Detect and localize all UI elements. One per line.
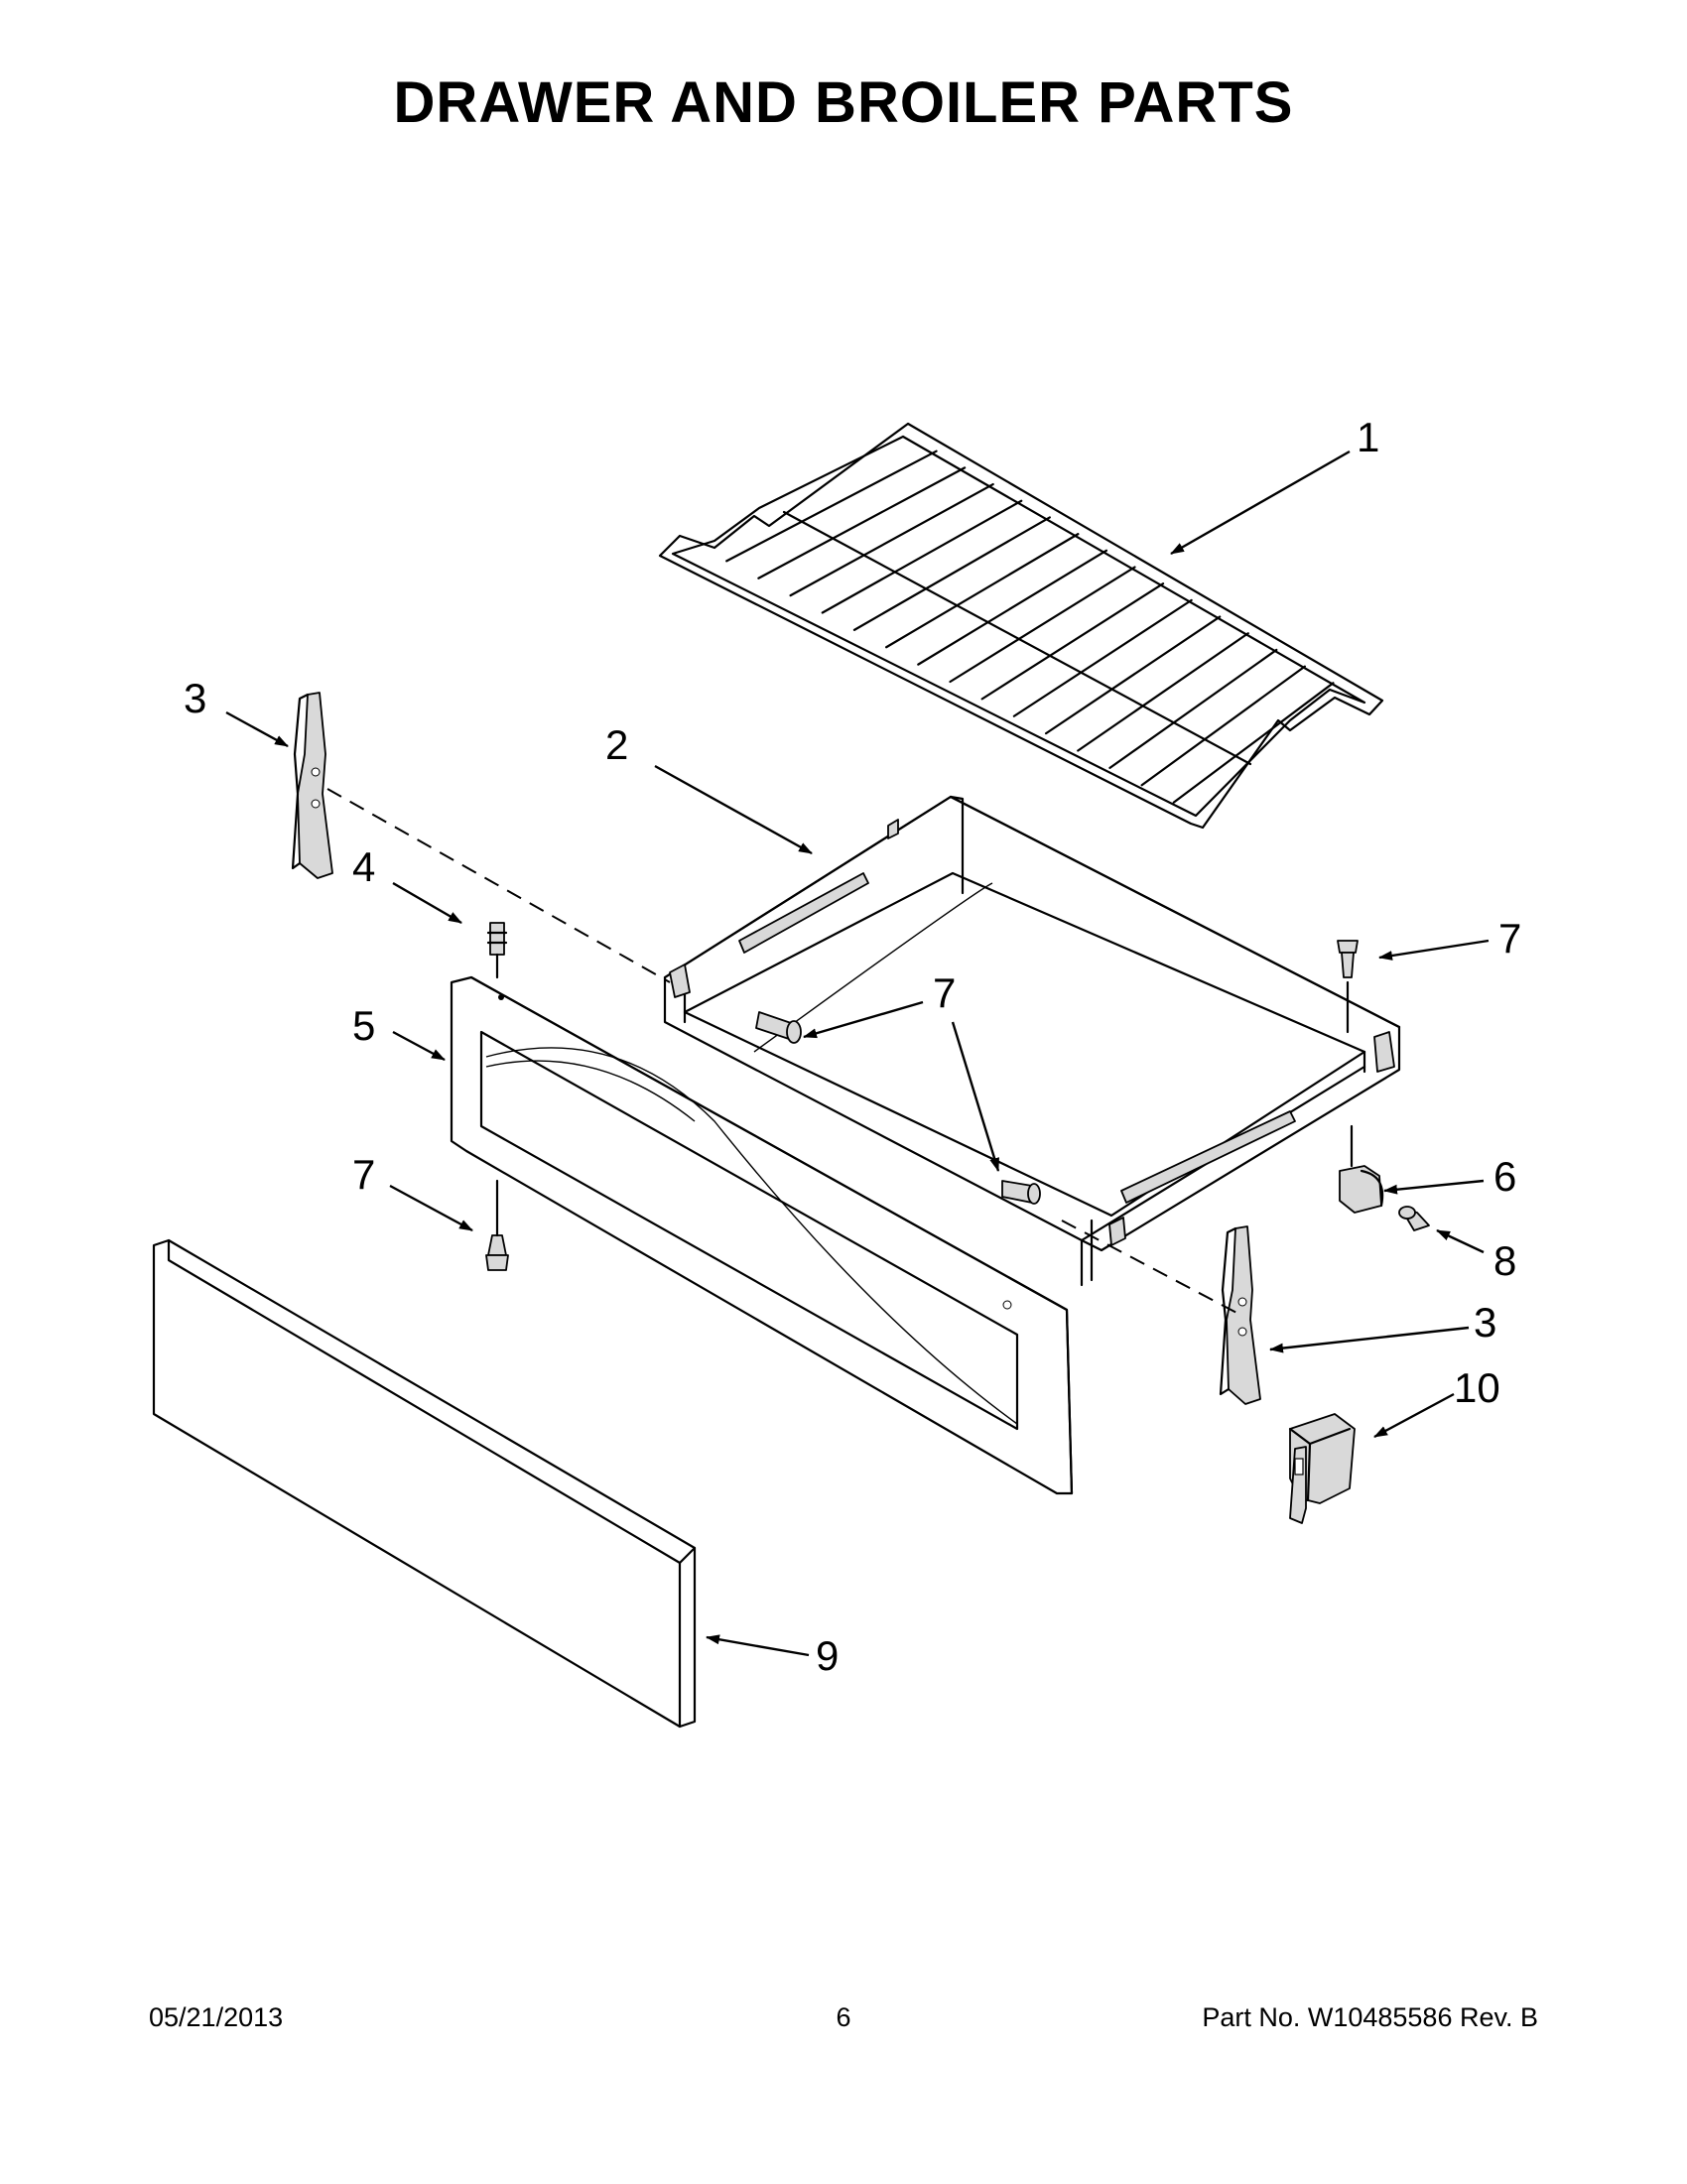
screw-7-center <box>755 1011 802 1044</box>
callout-4: 4 <box>352 843 375 890</box>
screw-8 <box>1398 1206 1430 1231</box>
screw-7-drawer <box>1001 1180 1041 1205</box>
callout-7-right: 7 <box>1498 915 1521 962</box>
rack-wire <box>852 516 1051 631</box>
rack-wire <box>1140 665 1306 787</box>
drawer-slide-rail-right <box>1219 1225 1261 1405</box>
rack-wire <box>949 566 1136 684</box>
rack-wire <box>1012 598 1193 717</box>
rack-wire <box>980 582 1165 701</box>
screw-7-left <box>485 1179 509 1271</box>
drawer-front-panel <box>450 975 1074 1495</box>
rack-wire <box>917 549 1108 666</box>
callout-7-left: 7 <box>352 1151 375 1198</box>
rack-wire <box>1172 682 1335 804</box>
drawer-trim-panel <box>152 1238 697 1729</box>
rack-wire <box>789 482 994 597</box>
callout-7-center: 7 <box>933 969 956 1016</box>
rack-wire <box>1044 615 1222 735</box>
drawer-stud <box>486 922 508 979</box>
callout-9: 9 <box>816 1632 839 1679</box>
callout-5: 5 <box>352 1002 375 1049</box>
rack-wire <box>821 499 1023 614</box>
rack-wire <box>757 466 967 579</box>
callout-3-left: 3 <box>184 675 206 721</box>
callout-6: 6 <box>1493 1153 1516 1200</box>
broiler-rack <box>658 422 1384 830</box>
callout-8: 8 <box>1493 1237 1516 1284</box>
rack-wire <box>885 533 1080 649</box>
rack-wire <box>1077 632 1249 752</box>
footer-page-number: 6 <box>836 2002 851 2032</box>
screw-7-right <box>1337 940 1359 1034</box>
footer-date: 05/21/2013 <box>149 2002 284 2032</box>
drawer-slide-rail-left <box>291 692 333 879</box>
rack-wire <box>725 450 938 563</box>
callout-1: 1 <box>1357 414 1379 460</box>
rack-wire <box>1108 648 1278 769</box>
broiler-drawer-pan <box>663 795 1401 1287</box>
footer-part-number: Part No. W10485586 Rev. B <box>1202 2002 1538 2032</box>
callout-2: 2 <box>605 721 628 768</box>
leader-arrows <box>225 450 1490 1657</box>
callout-3-right: 3 <box>1474 1299 1496 1346</box>
callout-10: 10 <box>1454 1364 1500 1411</box>
drawer-bracket <box>1288 1413 1356 1524</box>
page-title: DRAWER AND BROILER PARTS <box>393 70 1294 135</box>
drawer-clip <box>1339 1124 1384 1214</box>
